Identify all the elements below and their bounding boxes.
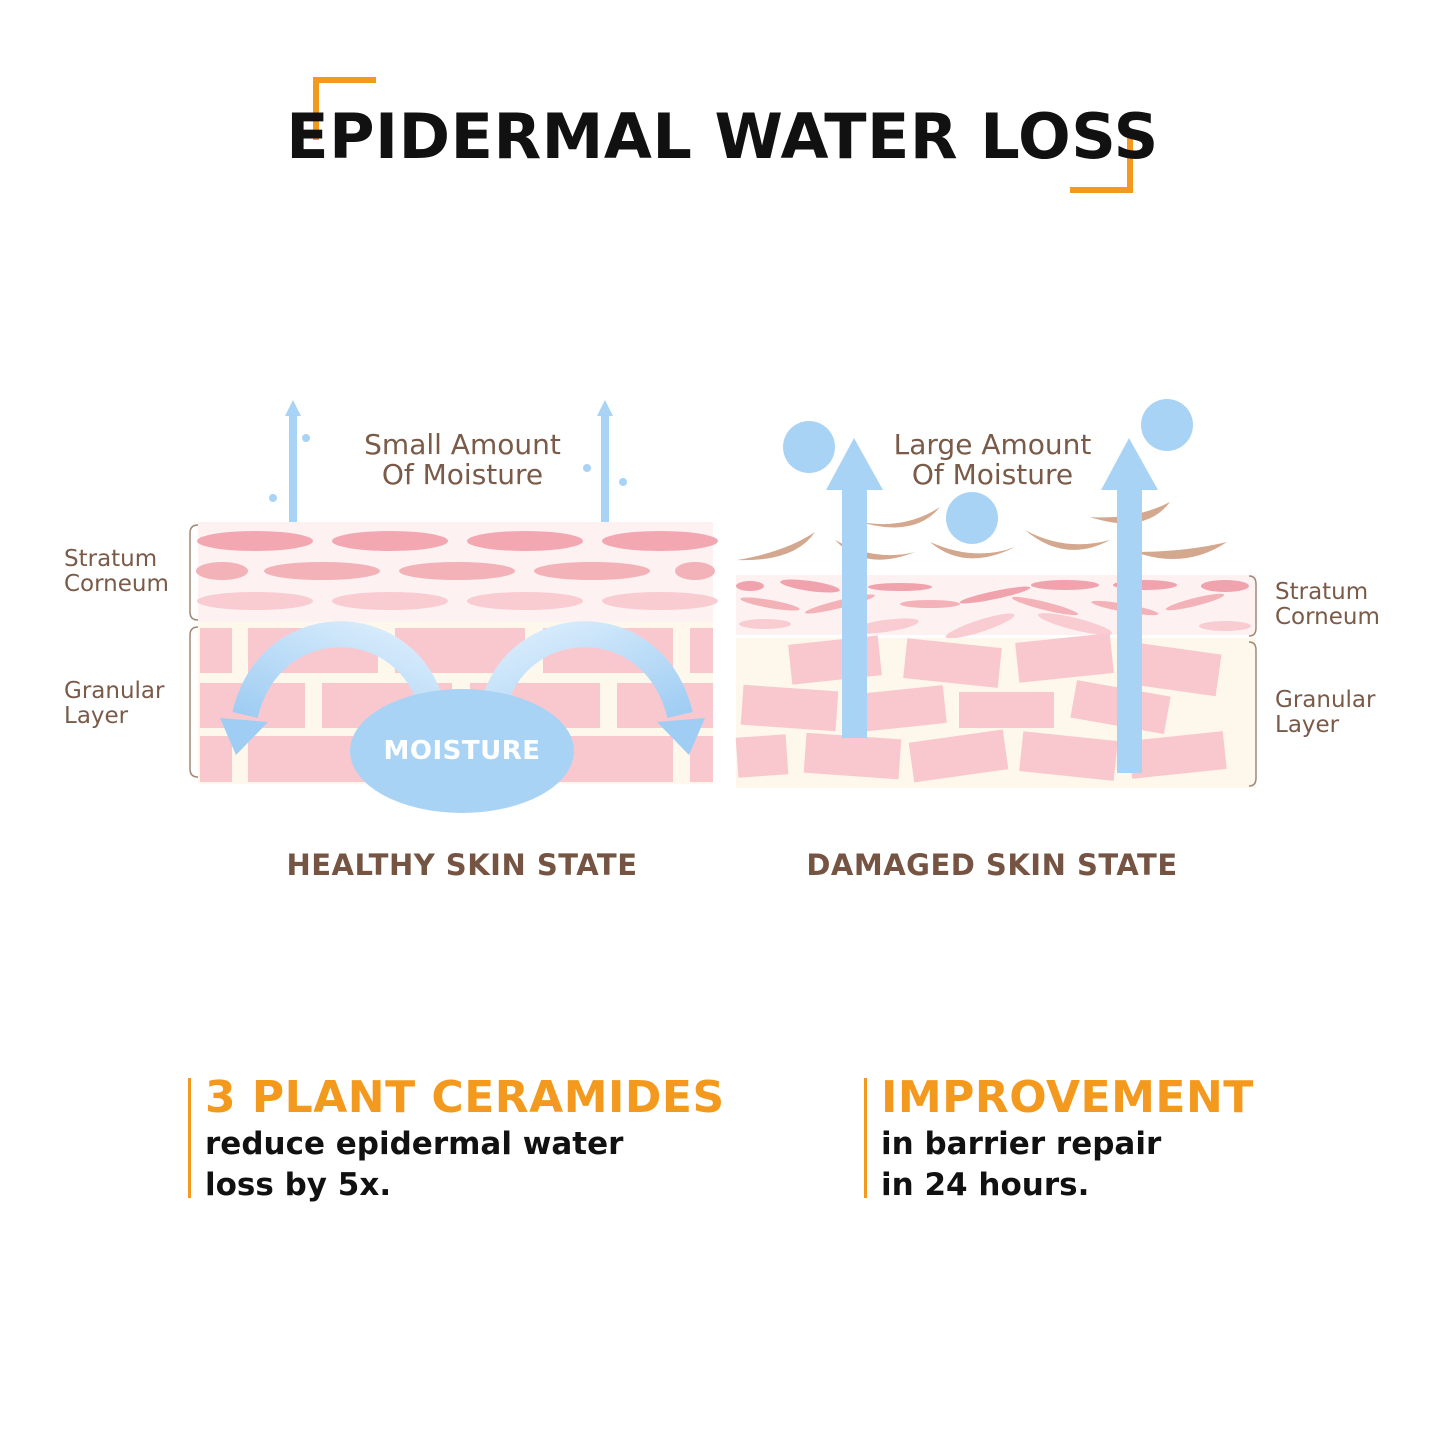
healthy-granular-brace bbox=[189, 626, 199, 778]
damaged-stratum-label: Stratum Corneum bbox=[1275, 579, 1380, 630]
damaged-stratum-brace bbox=[1248, 575, 1257, 637]
stat-accent-bar-2 bbox=[864, 1078, 867, 1198]
retention-arrow-right bbox=[482, 621, 705, 755]
small-moisture-arrows bbox=[269, 400, 627, 524]
healthy-caption: HEALTHY SKIN STATE bbox=[286, 848, 638, 882]
stat-headline-improvement: IMPROVEMENT bbox=[881, 1072, 1254, 1123]
damaged-skin-diagram bbox=[735, 399, 1257, 788]
healthy-stratum-label: Stratum Corneum bbox=[64, 546, 169, 597]
small-amount-label: Small Amount Of Moisture bbox=[364, 428, 561, 491]
damaged-granular-cells bbox=[735, 633, 1227, 783]
stat-accent-bar-1 bbox=[188, 1078, 191, 1198]
bracket-top-left bbox=[313, 77, 376, 140]
stat-body-improvement: in barrier repair in 24 hours. bbox=[881, 1126, 1162, 1203]
damaged-granular-label: Granular Layer bbox=[1275, 687, 1376, 738]
stat-headline-ceramides: 3 PLANT CERAMIDES bbox=[205, 1072, 725, 1123]
large-moisture-arrows bbox=[826, 438, 1158, 773]
healthy-stratum-cells bbox=[196, 531, 718, 610]
healthy-stratum-brace bbox=[189, 524, 199, 621]
page-title: EPIDERMAL WATER LOSS bbox=[286, 100, 1159, 173]
moisture-label: MOISTURE bbox=[383, 736, 541, 766]
healthy-granular-label: Granular Layer bbox=[64, 678, 165, 729]
retention-arrow-left bbox=[220, 621, 443, 755]
moisture-reservoir bbox=[350, 689, 574, 813]
title-brackets bbox=[313, 77, 1133, 193]
bracket-bottom-right bbox=[1070, 130, 1133, 193]
damaged-caption: DAMAGED SKIN STATE bbox=[806, 848, 1178, 882]
large-amount-label: Large Amount Of Moisture bbox=[893, 428, 1092, 491]
damaged-granular-brace bbox=[1248, 641, 1257, 787]
moisture-droplets bbox=[783, 399, 1193, 544]
healthy-skin-diagram bbox=[189, 400, 718, 813]
damaged-stratum-cells bbox=[736, 579, 1251, 639]
stat-body-ceramides: reduce epidermal water loss by 5x. bbox=[205, 1126, 624, 1203]
